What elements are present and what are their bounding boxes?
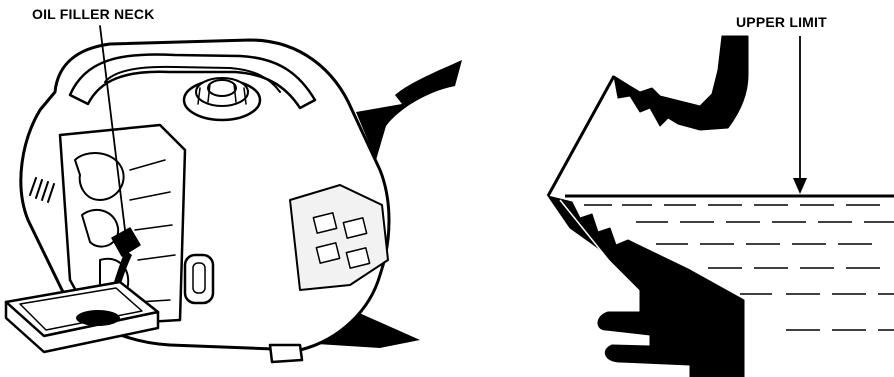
- oil-level-cutaway: [548, 36, 894, 377]
- oil-puddle: [76, 310, 120, 326]
- filler-neck-wall: [548, 196, 744, 377]
- upper-limit-arrowhead: [793, 178, 807, 194]
- filler-tube-upper: [614, 36, 748, 130]
- generator-foot: [270, 345, 302, 362]
- curved-arrow-icon: [356, 60, 462, 160]
- oil-drain-pan: [6, 282, 158, 352]
- tube-rim-line: [548, 76, 614, 196]
- cover-latch-slot: [193, 263, 205, 293]
- generator-drain-illustration: [6, 26, 420, 362]
